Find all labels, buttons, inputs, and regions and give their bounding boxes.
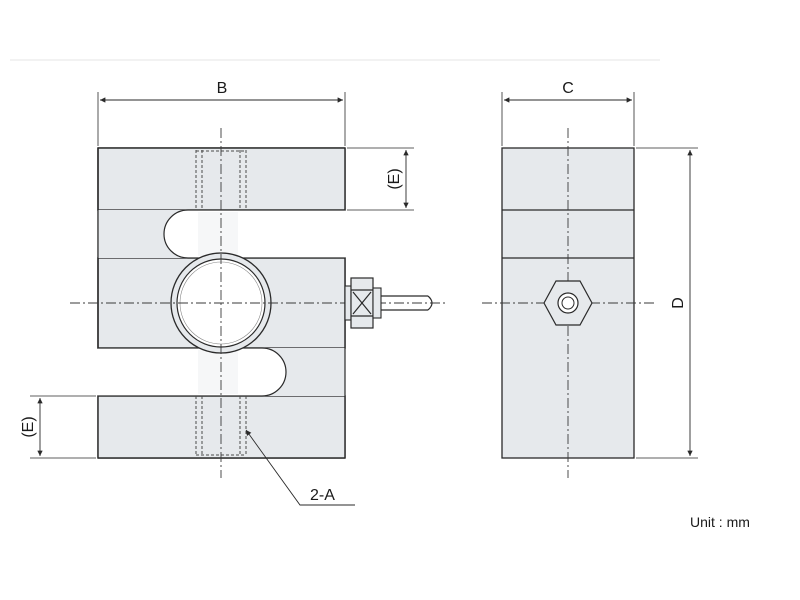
side-cable-gland xyxy=(543,280,593,326)
dimension-d: D xyxy=(636,147,698,459)
dim-c-label: C xyxy=(562,80,574,97)
upper-slot xyxy=(163,209,345,259)
side-view xyxy=(482,128,654,478)
cable-gland xyxy=(344,277,382,329)
front-view xyxy=(70,128,445,478)
dim-b-label: B xyxy=(217,80,228,97)
dim-d-label: D xyxy=(670,297,687,309)
dimension-e-bottom: (E) xyxy=(20,395,96,459)
dimension-b: B xyxy=(97,80,346,146)
cable xyxy=(381,295,433,311)
thread-callout: 2-A xyxy=(245,429,355,506)
dim-e-bottom-label: (E) xyxy=(20,416,37,437)
bottom-arm xyxy=(97,395,346,459)
dimension-c: C xyxy=(501,80,635,146)
dim-e-top-label: (E) xyxy=(386,168,403,189)
top-threaded-hole xyxy=(195,150,247,210)
unit-label: Unit : mm xyxy=(690,514,750,530)
thread-callout-label: 2-A xyxy=(310,487,335,504)
bottom-threaded-hole xyxy=(195,396,247,456)
top-arm xyxy=(97,147,346,211)
lower-slot xyxy=(98,347,287,397)
dimension-e-top: (E) xyxy=(347,147,414,211)
